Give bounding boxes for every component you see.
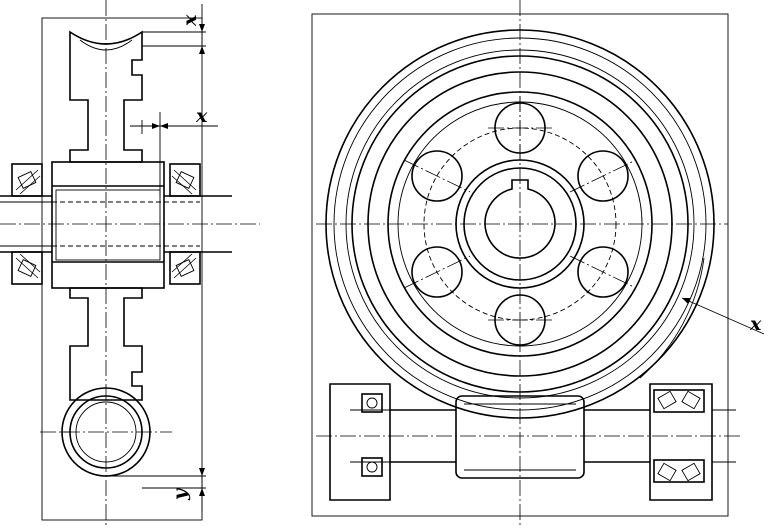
right-front-view: x [311,0,765,528]
label-y-bottom: y [169,487,191,501]
label-x-mid: x [195,105,208,127]
bearing-left-bottom [11,251,43,285]
wheel-rim-top [69,30,143,163]
bearing-right-top [169,163,201,197]
wheel-hub [51,161,165,289]
hole [411,150,463,202]
bearing-right-bottom [169,251,201,285]
bearing-left-top [11,163,43,197]
hole [411,246,463,298]
bearing-worm-right-bottom [653,459,705,483]
wheel-rim-bottom [69,287,143,401]
lightening-holes [403,96,637,346]
worm-body [455,395,585,479]
shaft-bore-keyway [484,179,556,259]
hole [577,150,629,202]
wheel-outer-circle [325,29,715,419]
label-x-top: x [179,14,201,27]
bearing-worm-left-bottom [361,457,383,477]
bearing-worm-left-top [361,393,383,413]
left-sectional-view: x x y [0,0,260,528]
hole [577,246,629,298]
label-x-right: x [749,313,762,335]
bearing-worm-right-top [653,389,705,413]
